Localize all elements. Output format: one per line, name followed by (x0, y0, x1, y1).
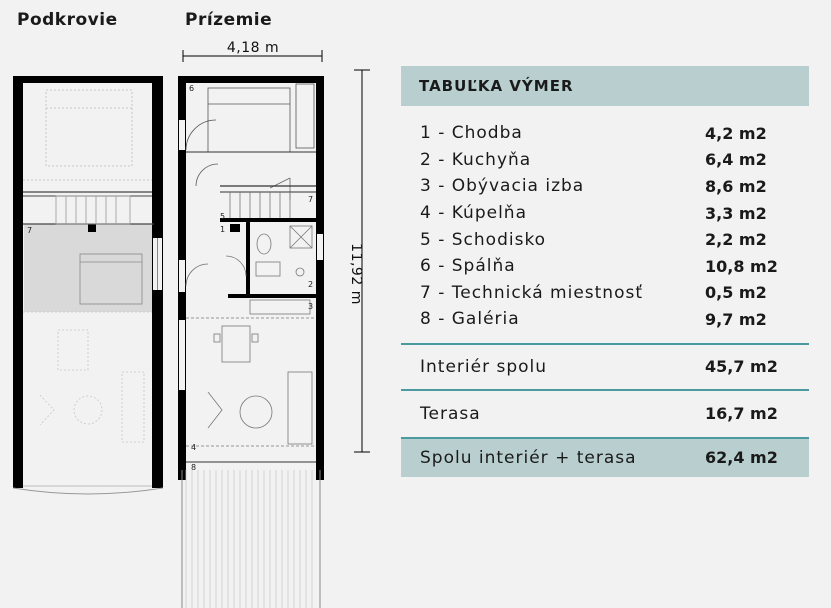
ground-right-wall (316, 76, 324, 480)
room-label: 1 - Chodba (420, 123, 523, 144)
separator-line (401, 436, 809, 439)
grand-total-value: 62,4 m2 (705, 448, 778, 468)
room-area: 2,2 m2 (705, 230, 767, 250)
interior-total-label: Interiér spolu (420, 356, 548, 377)
room-number-3: 3 (308, 302, 313, 311)
room-label: 5 - Schodisko (420, 229, 547, 250)
terrace-deck (185, 470, 313, 608)
room-label: 3 - Obývacia izba (420, 176, 585, 197)
room-rows: 1 - Chodba 4,2 m2 2 - Kuchyňa 6,4 m2 3 - O… (401, 106, 809, 333)
length-dimension: 11,92 m (348, 69, 370, 453)
room-area: 6,4 m2 (705, 150, 767, 170)
ground-stairs (229, 192, 291, 218)
room-area: 8,6 m2 (705, 176, 767, 196)
interior-total-row: Interiér spolu 45,7 m2 (401, 345, 809, 389)
grand-total-label: Spolu interiér + terasa (420, 447, 637, 468)
room-number-8: 8 (191, 463, 196, 472)
room-row: 6 - Spálňa 10,8 m2 (401, 253, 809, 280)
room-area: 4,2 m2 (705, 123, 767, 143)
room-number-7: 7 (308, 195, 313, 204)
ground-plan: 4,18 m (178, 40, 324, 608)
room-row: 2 - Kuchyňa 6,4 m2 (401, 147, 809, 174)
length-dimension-label: 11,92 m (348, 243, 364, 305)
room-label: 2 - Kuchyňa (420, 149, 532, 170)
room-area: 9,7 m2 (705, 309, 767, 329)
terrace-row: Terasa 16,7 m2 (401, 391, 809, 437)
ground-top-wall (178, 76, 324, 83)
area-table-title: TABUĽKA VÝMER (401, 66, 809, 106)
grand-total-row: Spolu interiér + terasa 62,4 m2 (401, 438, 809, 477)
room-number-5: 5 (220, 212, 225, 221)
room-number-4: 4 (191, 443, 196, 452)
attic-left-wall (13, 76, 23, 488)
room-row: 3 - Obývacia izba 8,6 m2 (401, 173, 809, 200)
room-label: 4 - Kúpelňa (420, 203, 527, 224)
floor-plans: 7 4,18 m (12, 40, 370, 608)
ground-floor-label: Prízemie (185, 10, 273, 30)
room-row: 8 - Galéria 9,7 m2 (401, 306, 809, 333)
room-area: 3,3 m2 (705, 203, 767, 223)
separator-line (401, 342, 809, 345)
room-label: 7 - Technická miestnosť (420, 282, 644, 303)
attic-room-7: 7 (27, 226, 32, 235)
room-row: 4 - Kúpelňa 3,3 m2 (401, 200, 809, 227)
room-label: 8 - Galéria (420, 309, 520, 330)
room-area: 0,5 m2 (705, 283, 767, 303)
attic-floor-label: Podkrovie (17, 10, 118, 30)
width-dimension: 4,18 m (227, 40, 279, 56)
room-number-6: 6 (189, 84, 194, 93)
interior-total-value: 45,7 m2 (705, 357, 778, 377)
room-row: 5 - Schodisko 2,2 m2 (401, 226, 809, 253)
attic-plan: 7 (12, 76, 164, 495)
terrace-label: Terasa (420, 403, 481, 424)
gallery-area (24, 224, 154, 312)
attic-top-wall (13, 76, 163, 83)
attic-stairs (55, 195, 131, 225)
room-row: 1 - Chodba 4,2 m2 (401, 120, 809, 147)
separator-line (401, 388, 809, 391)
room-number-1: 1 (220, 225, 225, 234)
terrace-value: 16,7 m2 (705, 404, 778, 424)
room-number-2: 2 (308, 280, 313, 289)
area-table: TABUĽKA VÝMER 1 - Chodba 4,2 m2 2 - Kuchy… (401, 66, 809, 477)
bathroom-fixtures (185, 225, 313, 287)
room-label: 6 - Spálňa (420, 256, 516, 277)
bedroom-furniture (185, 83, 315, 153)
room-area: 10,8 m2 (705, 256, 778, 276)
room-row: 7 - Technická miestnosť 0,5 m2 (401, 280, 809, 307)
